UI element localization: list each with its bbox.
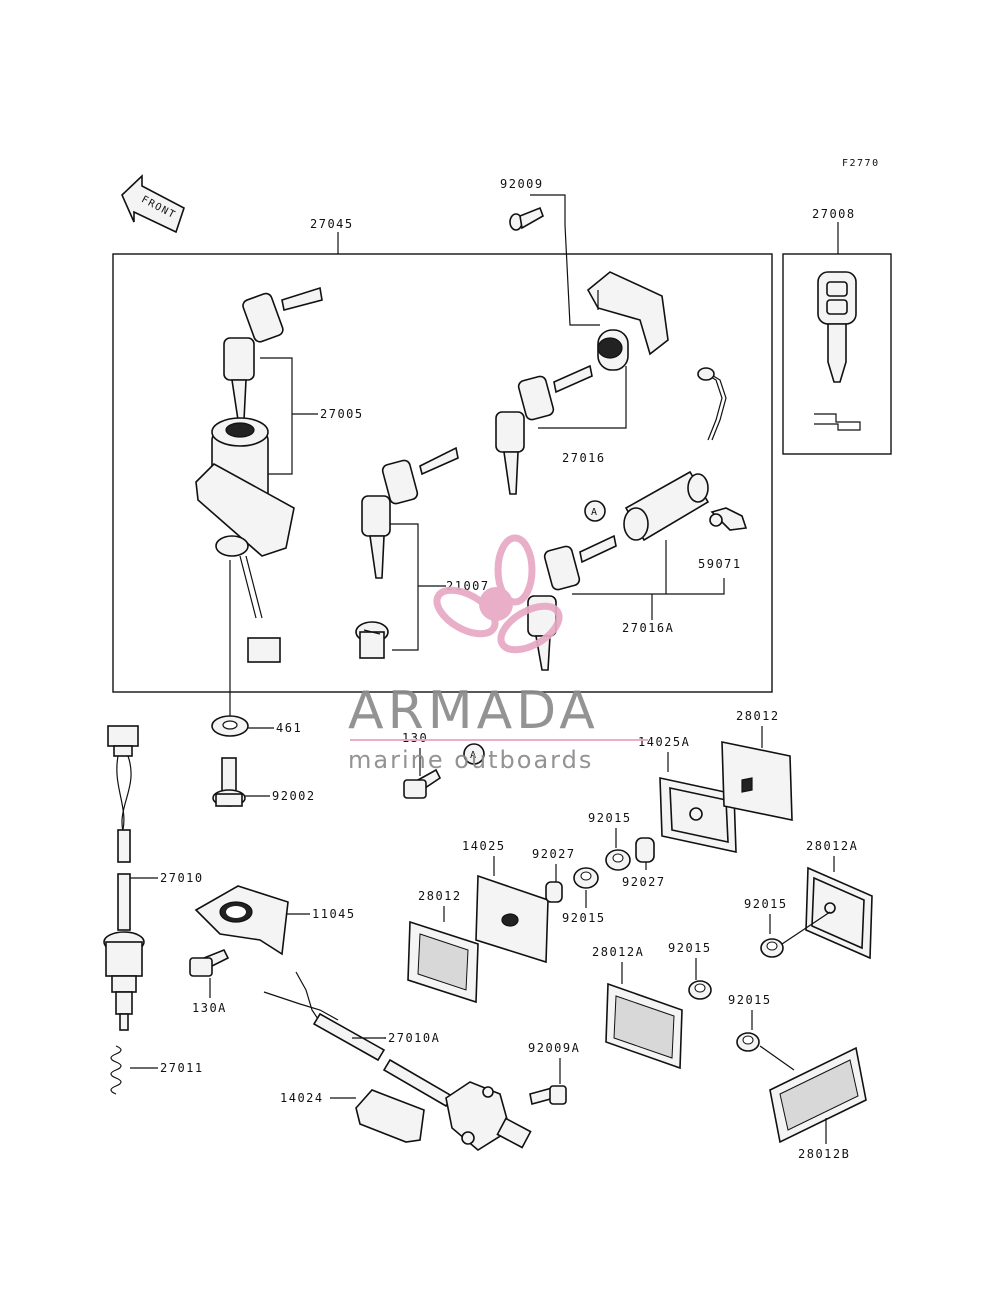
part-label-28012-mid: 28012 <box>418 889 462 903</box>
part-label-92009A: 92009A <box>528 1041 580 1055</box>
part-label-92027-b: 92027 <box>532 847 576 861</box>
reflector-28012a-mid-icon <box>605 982 683 1070</box>
part-label-28012B: 28012B <box>798 1147 850 1161</box>
bolt-130a-icon <box>189 948 230 977</box>
front-arrow-icon: FRONT <box>121 174 185 234</box>
part-label-92027-a: 92027 <box>622 875 666 889</box>
part-label-130A: 130A <box>192 1001 227 1015</box>
watermark-tagline: marine outboards <box>348 746 593 774</box>
nut-92015-e-icon <box>736 1032 760 1052</box>
wire-switch-assembly-icon <box>263 971 532 1151</box>
collar-92027-a-icon <box>635 837 655 863</box>
part-label-28012A-right: 28012A <box>806 839 858 853</box>
part-label-27011: 27011 <box>160 1061 204 1075</box>
part-label-11045: 11045 <box>312 907 356 921</box>
nut-92015-a-icon <box>605 849 631 871</box>
part-label-92002: 92002 <box>272 789 316 803</box>
bracket-icon <box>194 885 289 956</box>
part-label-27010A: 27010A <box>388 1031 440 1045</box>
watermark-brand: ARMADA <box>348 681 599 741</box>
part-label-92015-a: 92015 <box>588 811 632 825</box>
part-label-27016: 27016 <box>562 451 606 465</box>
part-label-59071: 59071 <box>698 557 742 571</box>
bolt-icon <box>212 757 246 807</box>
clip-icon <box>709 507 748 531</box>
nut-92015-b-icon <box>573 867 599 889</box>
washer-icon <box>211 715 249 737</box>
reflector-28012-icon <box>721 741 793 821</box>
key-blank-icon <box>814 271 861 431</box>
spring-icon <box>110 1045 122 1095</box>
propeller-logo-icon <box>433 534 563 654</box>
part-label-28012A-mid: 28012A <box>592 945 644 959</box>
part-label-92015-b: 92015 <box>562 911 606 925</box>
part-label-14025: 14025 <box>462 839 506 853</box>
part-label-92009: 92009 <box>500 177 544 191</box>
nut-92015-d-icon <box>688 980 712 1000</box>
diagram-ref-code: F2770 <box>842 158 880 169</box>
part-label-130: 130 <box>402 731 428 745</box>
reflector-28012b-icon <box>769 1046 867 1144</box>
ignition-kit-box <box>112 253 773 693</box>
part-label-27045: 27045 <box>310 217 354 231</box>
part-label-27008: 27008 <box>812 207 856 221</box>
part-label-92015-d: 92015 <box>668 941 712 955</box>
part-label-27016A: 27016A <box>622 621 674 635</box>
part-label-27010: 27010 <box>160 871 204 885</box>
plate-14025a-icon <box>659 777 737 853</box>
part-label-14024: 14024 <box>280 1091 324 1105</box>
ignition-switch-icon <box>195 417 295 663</box>
part-label-461: 461 <box>276 721 302 735</box>
nut-92015-c-icon <box>760 938 784 958</box>
armada-watermark: ARMADA marine outboards <box>348 534 648 774</box>
seat-lock-keys-icon <box>495 364 593 495</box>
fuel-cap-keys-icon <box>355 446 459 659</box>
part-label-92015-c: 92015 <box>744 897 788 911</box>
circle-ref-a-2: A <box>470 750 478 761</box>
part-label-28012-top: 28012 <box>736 709 780 723</box>
screw-icon <box>509 206 544 231</box>
bolt-130-icon <box>403 768 442 799</box>
plate-14025-icon <box>475 874 549 964</box>
ignition-keys-icon <box>223 286 323 421</box>
part-label-14025A: 14025A <box>638 735 690 749</box>
switch-wire-icon <box>103 725 145 1031</box>
seat-lock-bracket <box>586 271 669 371</box>
reflector-28012a-right-icon <box>805 866 873 960</box>
lock-cylinder-icon <box>623 367 727 542</box>
cover-14024-icon <box>355 1089 425 1143</box>
circle-ref-a-1: A <box>591 507 599 518</box>
collar-92027-b-icon <box>545 881 563 903</box>
part-label-27005: 27005 <box>320 407 364 421</box>
reflector-28012-mid-icon <box>407 920 479 1004</box>
part-label-92015-e: 92015 <box>728 993 772 1007</box>
screw-92009a-icon <box>529 1085 567 1105</box>
key-blank-box <box>782 253 892 455</box>
